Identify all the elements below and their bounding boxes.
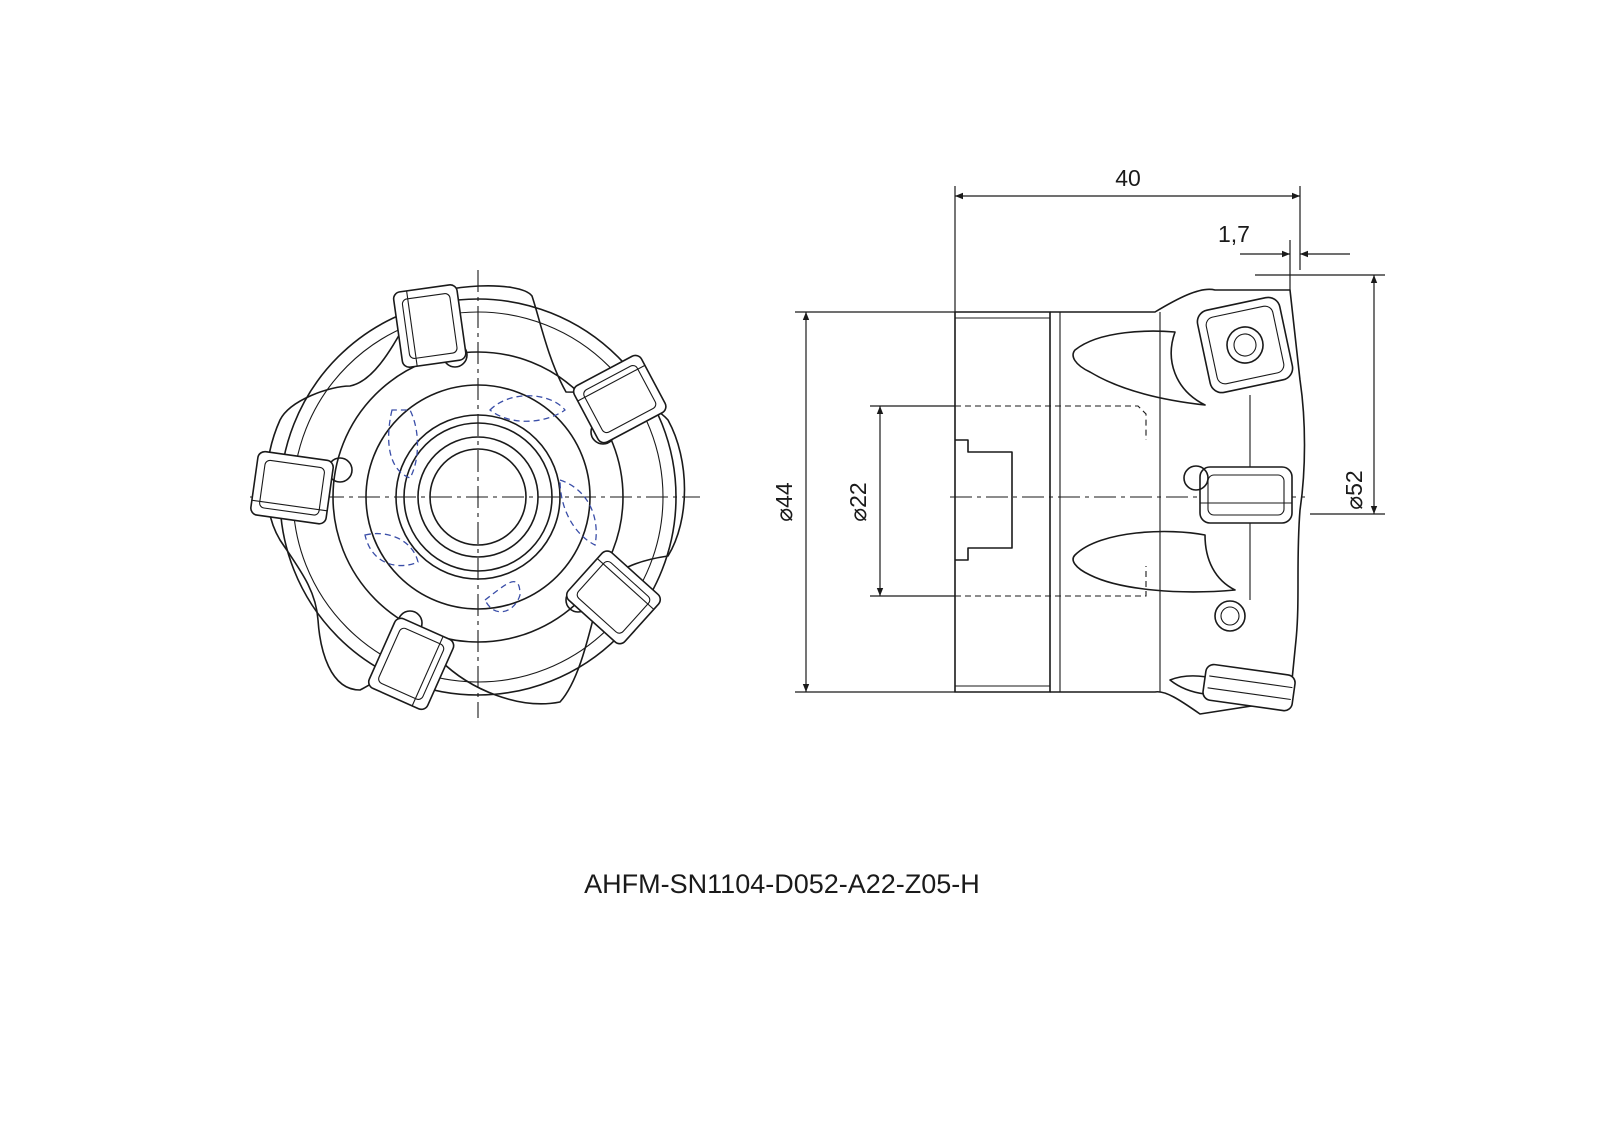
bore-circle xyxy=(429,448,527,546)
offset-label: 1,7 xyxy=(1218,221,1250,247)
bore-hidden-top xyxy=(955,405,1147,440)
dimension-offset: 1,7 xyxy=(1218,221,1385,290)
hub-outer-circle xyxy=(332,351,624,643)
insert-bottom-left xyxy=(367,617,455,711)
chip-flute-top xyxy=(1072,330,1206,406)
hidden-channel-2 xyxy=(489,395,566,422)
insert-side-middle xyxy=(1199,466,1293,524)
hidden-channel-3 xyxy=(559,479,597,546)
bore-hidden-bottom xyxy=(955,566,1147,597)
bore-counter-circle xyxy=(403,422,553,572)
side-view xyxy=(950,288,1310,715)
insert-top-right xyxy=(572,354,667,444)
shank-outline xyxy=(954,311,1051,693)
hidden-channel-5 xyxy=(364,532,419,567)
insert-side-top xyxy=(1196,296,1294,394)
hub-circle xyxy=(365,384,591,610)
cutting-diameter-label: ⌀52 xyxy=(1341,470,1367,509)
dimension-shank-diameter: ⌀44 xyxy=(771,311,955,693)
bore-counter-circle-outer xyxy=(395,414,561,580)
chip-flute-bottom xyxy=(1072,530,1236,593)
bore-diameter-label: ⌀22 xyxy=(845,482,871,521)
dimension-bore-diameter: ⌀22 xyxy=(845,405,955,597)
cutter-body-outline xyxy=(265,285,686,705)
keyway-slot xyxy=(955,439,1013,561)
front-view xyxy=(250,270,700,718)
coolant-outlet xyxy=(1183,465,1209,491)
cutter-head-outline xyxy=(1050,288,1306,715)
part-number-title: AHFM-SN1104-D052-A22-Z05-H xyxy=(584,869,980,899)
length-label: 40 xyxy=(1115,165,1141,191)
insert-top xyxy=(392,284,467,368)
bore-step-circle xyxy=(417,436,539,558)
insert-left xyxy=(250,450,334,525)
hidden-channel-1 xyxy=(387,409,419,479)
dimension-cutting-diameter: ⌀52 xyxy=(1310,275,1385,515)
shank-diameter-label: ⌀44 xyxy=(771,482,797,522)
hidden-channel-4 xyxy=(484,581,521,613)
insert-bottom-right xyxy=(565,550,662,645)
screw-hole-inner xyxy=(1220,606,1240,626)
insert-side-bottom xyxy=(1202,663,1296,712)
screw-hole xyxy=(1214,600,1246,632)
